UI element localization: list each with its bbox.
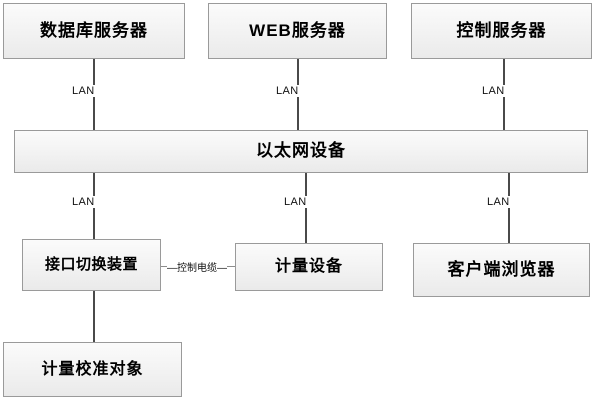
node-web-server-label: WEB服务器 [249,20,346,40]
node-ethernet-device-label: 以太网设备 [256,141,346,161]
node-control-server-label: 控制服务器 [456,20,547,40]
lan-label-meter: LAN [282,196,309,208]
node-database-server-label: 数据库服务器 [40,20,148,40]
lan-label-db: LAN [70,85,97,97]
node-control-server[interactable]: 控制服务器 [411,3,592,59]
node-database-server[interactable]: 数据库服务器 [3,3,185,59]
node-interface-switch-device[interactable]: 接口切换装置 [22,239,161,291]
node-metering-device[interactable]: 计量设备 [235,243,383,291]
lan-label-web: LAN [274,85,301,97]
node-client-browser[interactable]: 客户端浏览器 [413,243,590,297]
node-ethernet-device[interactable]: 以太网设备 [14,130,588,173]
lan-label-browser: LAN [485,196,512,208]
connector-switch-to-object [93,291,95,342]
node-metering-device-label: 计量设备 [274,258,343,276]
connector-ethernet-to-meter [305,173,307,243]
lan-label-control: LAN [480,85,507,97]
node-interface-switch-device-label: 接口切换装置 [44,255,138,273]
node-calibration-object-label: 计量校准对象 [41,360,144,378]
node-web-server[interactable]: WEB服务器 [208,3,387,59]
node-calibration-object[interactable]: 计量校准对象 [3,342,182,397]
connector-ethernet-to-browser [508,173,510,243]
node-client-browser-label: 客户端浏览器 [447,259,556,279]
lan-label-switch: LAN [70,196,97,208]
control-cable-label: —控制电缆— [167,259,227,274]
